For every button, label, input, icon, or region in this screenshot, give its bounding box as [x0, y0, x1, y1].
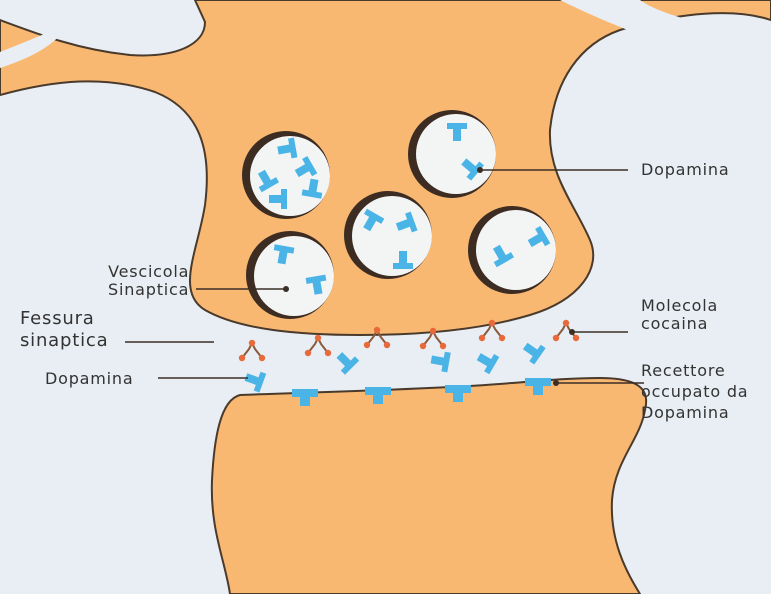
label-molecola-cocaina: Molecola cocaina	[641, 297, 718, 333]
synaptic-vesicle	[408, 110, 496, 198]
label-recettore-occupato: Recettore occupato da Dopamina	[641, 360, 748, 423]
label-vescicola-sinaptica: Vescicola Sinaptica	[108, 263, 189, 299]
label-dopamina-vesicle: Dopamina	[641, 161, 729, 179]
synaptic-vesicle	[246, 231, 334, 319]
synaptic-vesicle	[344, 191, 432, 279]
postsynaptic-terminal	[212, 378, 646, 594]
label-dopamina-cleft: Dopamina	[45, 370, 133, 388]
synaptic-vesicle	[468, 206, 556, 294]
synaptic-vesicle	[242, 131, 330, 219]
label-fessura-sinaptica: Fessura sinaptica	[20, 308, 108, 352]
